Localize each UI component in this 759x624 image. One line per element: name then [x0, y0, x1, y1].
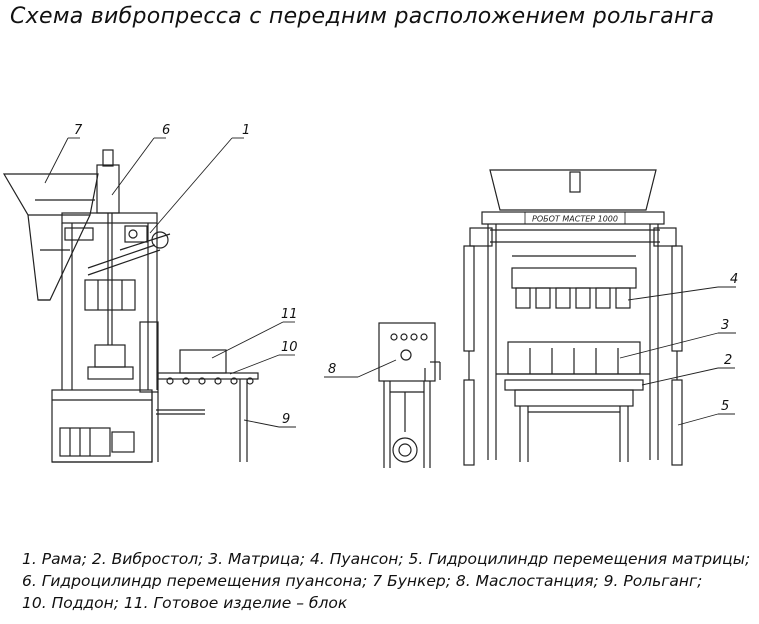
callout-5: 5 — [721, 399, 729, 414]
legend-line-3: 10. Поддон; 11. Готовое изделие – блок — [22, 594, 348, 612]
legend-line-1: 1. Рама; 2. Вибростол; 3. Матрица; 4. Пу… — [22, 550, 751, 568]
callout-2: 2 — [724, 353, 732, 368]
diagram-title: Схема вибропресса с передним расположени… — [10, 4, 715, 29]
callout-1: 1 — [242, 123, 250, 138]
side-view — [2, 149, 259, 463]
main-frame-side — [61, 212, 171, 390]
hopper-side — [2, 173, 99, 301]
roller-conveyor-side — [139, 321, 259, 462]
vibro-table-front — [504, 379, 644, 462]
oil-station — [378, 322, 441, 468]
columns-front — [487, 224, 659, 460]
hopper-front — [489, 169, 657, 211]
punch-cylinder-side — [96, 149, 120, 345]
punch-front — [511, 255, 637, 309]
front-view: РОБОТ МАСТЕР 1000 — [463, 169, 683, 466]
legend-line-2: 6. Гидроцилиндр перемещения пуансона; 7 … — [22, 572, 703, 590]
callouts: 1 6 7 11 10 9 8 4 3 2 5 — [74, 123, 738, 427]
vibrostand-side — [51, 389, 153, 463]
callout-4: 4 — [730, 272, 738, 287]
callout-8: 8 — [328, 362, 336, 377]
callout-11: 11 — [281, 307, 298, 322]
machine-plate: РОБОТ МАСТЕР 1000 — [532, 215, 618, 224]
top-beam-front: РОБОТ МАСТЕР 1000 — [469, 211, 677, 247]
callout-6: 6 — [162, 123, 170, 138]
matrix-front — [496, 341, 650, 375]
matrix-cylinders — [463, 245, 683, 466]
technical-drawing: РОБОТ МАСТЕР 1000 — [2, 123, 738, 468]
callout-9: 9 — [282, 412, 290, 427]
leader-lines — [44, 137, 736, 428]
callout-7: 7 — [74, 123, 83, 138]
callout-3: 3 — [721, 318, 729, 333]
callout-10: 10 — [281, 340, 298, 355]
legend: 1. Рама; 2. Вибростол; 3. Матрица; 4. Пу… — [22, 548, 750, 614]
punch-matrix-side — [84, 279, 136, 380]
